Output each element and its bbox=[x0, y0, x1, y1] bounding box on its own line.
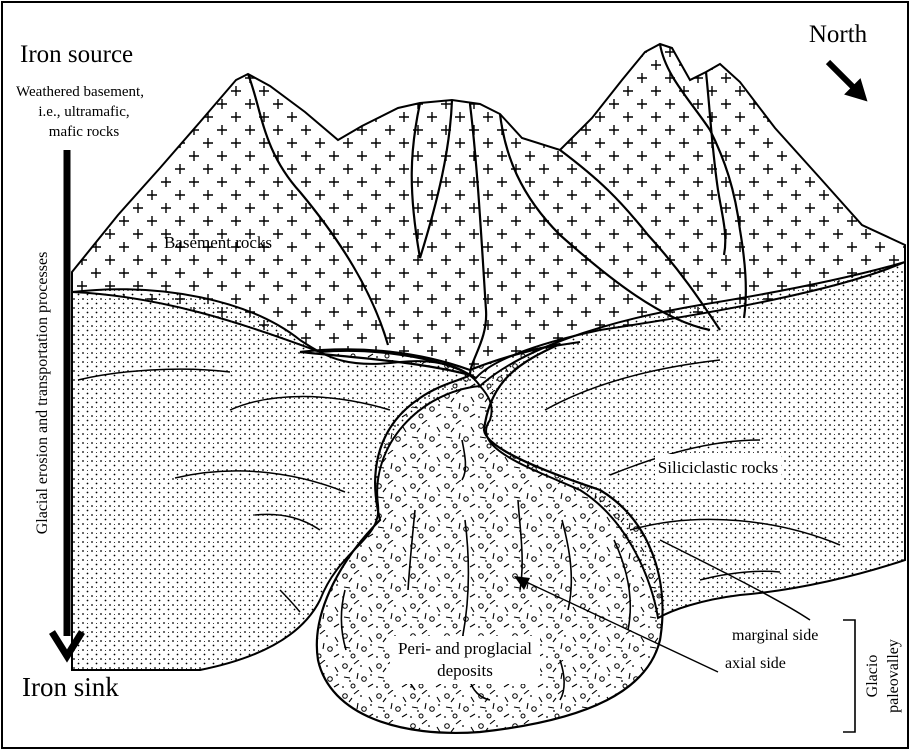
process-label: Glacial erosion and transportation proce… bbox=[34, 252, 51, 535]
deposits-label-line-1: Peri- and proglacial bbox=[398, 639, 532, 658]
marginal-side-label: marginal side bbox=[732, 627, 818, 644]
axial-side-label: axial side bbox=[725, 655, 786, 672]
paleovalley-label-2: paleovalley bbox=[885, 639, 902, 713]
iron-source-desc-3: mafic rocks bbox=[49, 124, 120, 140]
iron-source-title: Iron source bbox=[20, 41, 133, 68]
iron-sink-title: Iron sink bbox=[22, 672, 119, 702]
basement-rocks-label: Basement rocks bbox=[164, 233, 272, 252]
iron-source-desc-1: Weathered basement, bbox=[16, 84, 144, 100]
deposits-label-line-2: deposits bbox=[437, 661, 493, 680]
paleovalley-label-1: Glacio bbox=[864, 655, 881, 698]
iron-source-desc-2: i.e., ultramafic, bbox=[38, 104, 129, 120]
north-label: North bbox=[809, 21, 868, 48]
siliciclastic-rocks-label: Siliciclastic rocks bbox=[658, 458, 778, 477]
